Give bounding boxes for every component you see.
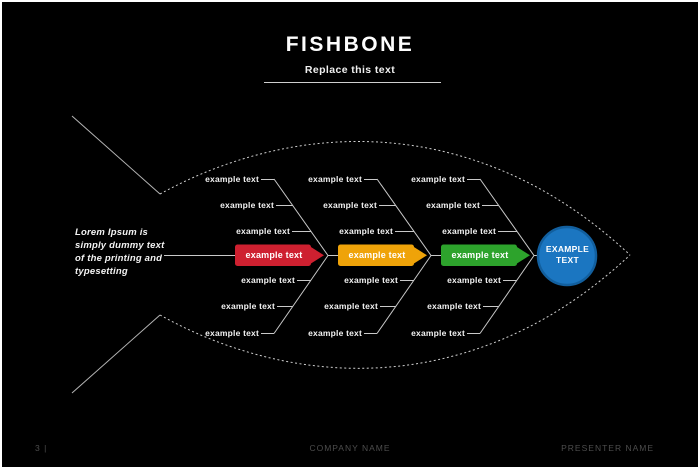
cause-label[interactable]: example text <box>442 226 496 236</box>
subtitle-underline <box>264 82 441 83</box>
bone-diagonal-top-3 <box>479 178 535 256</box>
cause-label[interactable]: example text <box>221 301 275 311</box>
cause-label[interactable]: example text <box>324 301 378 311</box>
bone-diagonal-top-1 <box>273 178 329 256</box>
page-number: 3 | <box>35 443 48 453</box>
cause-label[interactable]: example text <box>308 174 362 184</box>
cause-label[interactable]: example text <box>411 174 465 184</box>
cause-label[interactable]: example text <box>308 328 362 338</box>
category-arrow-label[interactable]: example text <box>451 250 509 260</box>
cause-label[interactable]: example text <box>447 275 501 285</box>
tail-text-line: simply dummy text <box>75 239 165 251</box>
cause-label[interactable]: example text <box>205 174 259 184</box>
cause-label[interactable]: example text <box>323 200 377 210</box>
tail-text-line: of the printing and <box>75 252 163 264</box>
category-arrow-1[interactable] <box>235 244 324 267</box>
cause-label[interactable]: example text <box>344 275 398 285</box>
category-arrow-2[interactable] <box>338 244 427 267</box>
head-circle[interactable] <box>536 225 598 287</box>
cause-label[interactable]: example text <box>411 328 465 338</box>
footer-presenter: PRESENTER NAME <box>561 443 654 453</box>
category-arrow-label[interactable]: example text <box>245 250 303 260</box>
category-arrow-label[interactable]: example text <box>348 250 406 260</box>
bone-diagonal-bottom-2 <box>376 255 432 334</box>
tail-line-bottom <box>71 314 161 394</box>
bone-diagonal-bottom-3 <box>479 255 535 334</box>
cause-label[interactable]: example text <box>241 275 295 285</box>
tail-text-line: Lorem Ipsum is <box>75 227 149 238</box>
cause-label[interactable]: example text <box>426 200 480 210</box>
fish-body-outline-bottom <box>159 254 631 369</box>
cause-label[interactable]: example text <box>220 200 274 210</box>
cause-label[interactable]: example text <box>236 226 290 236</box>
tail-text-line: typesetting <box>75 265 128 277</box>
footer-company: COMPANY NAME <box>309 443 391 453</box>
bone-diagonal-bottom-1 <box>273 255 329 334</box>
head-circle-label[interactable]: EXAMPLE TEXT <box>545 244 590 265</box>
page-title[interactable]: FISHBONE <box>285 33 415 56</box>
cause-label[interactable]: example text <box>339 226 393 236</box>
tail-text-placeholder[interactable]: Lorem Ipsum is simply dummy text of the … <box>75 227 175 279</box>
cause-label[interactable]: example text <box>427 301 481 311</box>
bone-diagonal-top-2 <box>376 178 432 256</box>
tail-line-top <box>71 115 161 195</box>
cause-label[interactable]: example text <box>205 328 259 338</box>
category-arrow-3[interactable] <box>441 244 530 267</box>
subtitle-placeholder[interactable]: Replace this text <box>304 64 396 76</box>
fish-body-outline-top <box>159 141 631 256</box>
